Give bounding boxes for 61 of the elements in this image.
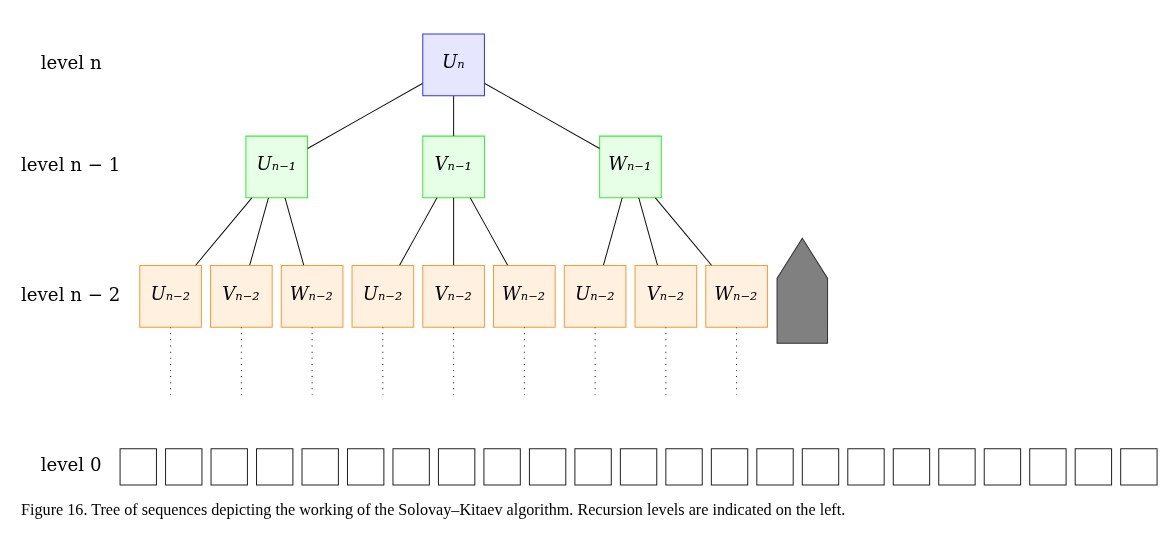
connector [523,326,525,396]
node-box [528,448,567,486]
node-box: Wₙ₋₁ [599,135,662,199]
connector [654,197,712,266]
connector [453,326,455,396]
connector [307,83,423,149]
node-box [619,448,658,486]
node-box [301,448,339,486]
node-box: Uₙ₋₂ [563,265,627,328]
node-box: Uₙ₋₂ [139,265,202,328]
node-box: Vₙ₋₂ [634,265,698,328]
node-box [119,448,157,486]
node-box [210,448,248,486]
node-box: Uₙ [422,33,485,97]
node-box [437,448,476,486]
node-box [756,448,794,486]
connector [195,197,253,266]
node-box [574,448,612,486]
node-box [710,448,749,486]
connector [240,326,242,396]
node-box [392,448,430,486]
node-box [892,448,931,486]
node-box: Uₙ₋₂ [351,265,415,328]
connector [665,326,667,396]
node-arrow [776,237,829,344]
caption: Figure 16. Tree of sequences depicting the working of the Solovay–Kitaev algorithm. Recursion levels are indicated on the left. [21,500,846,518]
connector [399,197,438,266]
connector [284,197,305,266]
node-box [801,448,840,486]
connector [469,197,509,266]
label: level n [40,52,102,74]
node-box: Uₙ₋₁ [245,135,309,199]
node-box [165,448,203,486]
node-box [483,448,521,486]
node-box: Wₙ₋₂ [493,265,556,328]
node-box [983,448,1022,486]
node-box [1120,448,1158,486]
node-box [346,448,385,486]
node-box: Vₙ₋₂ [210,265,273,328]
node-box: Vₙ₋₁ [422,135,485,199]
node-box: Vₙ₋₂ [422,265,485,328]
node-box [1074,448,1113,486]
node-box [1029,448,1067,486]
connector [453,95,455,137]
connector [602,197,623,266]
node-box: Wₙ₋₂ [280,265,344,328]
node-box [847,448,885,486]
node-box [938,448,976,486]
connector [638,197,658,266]
connector [170,326,172,396]
label: level n − 1 [21,154,121,176]
label: level n − 2 [21,283,121,305]
connector [382,326,384,396]
connector [249,197,269,266]
node-box [256,448,294,486]
connector [484,83,601,149]
connector [453,197,455,266]
connector [736,326,738,396]
label: level 0 [40,454,102,476]
node-box [665,448,703,486]
node-box: Wₙ₋₂ [705,265,768,328]
